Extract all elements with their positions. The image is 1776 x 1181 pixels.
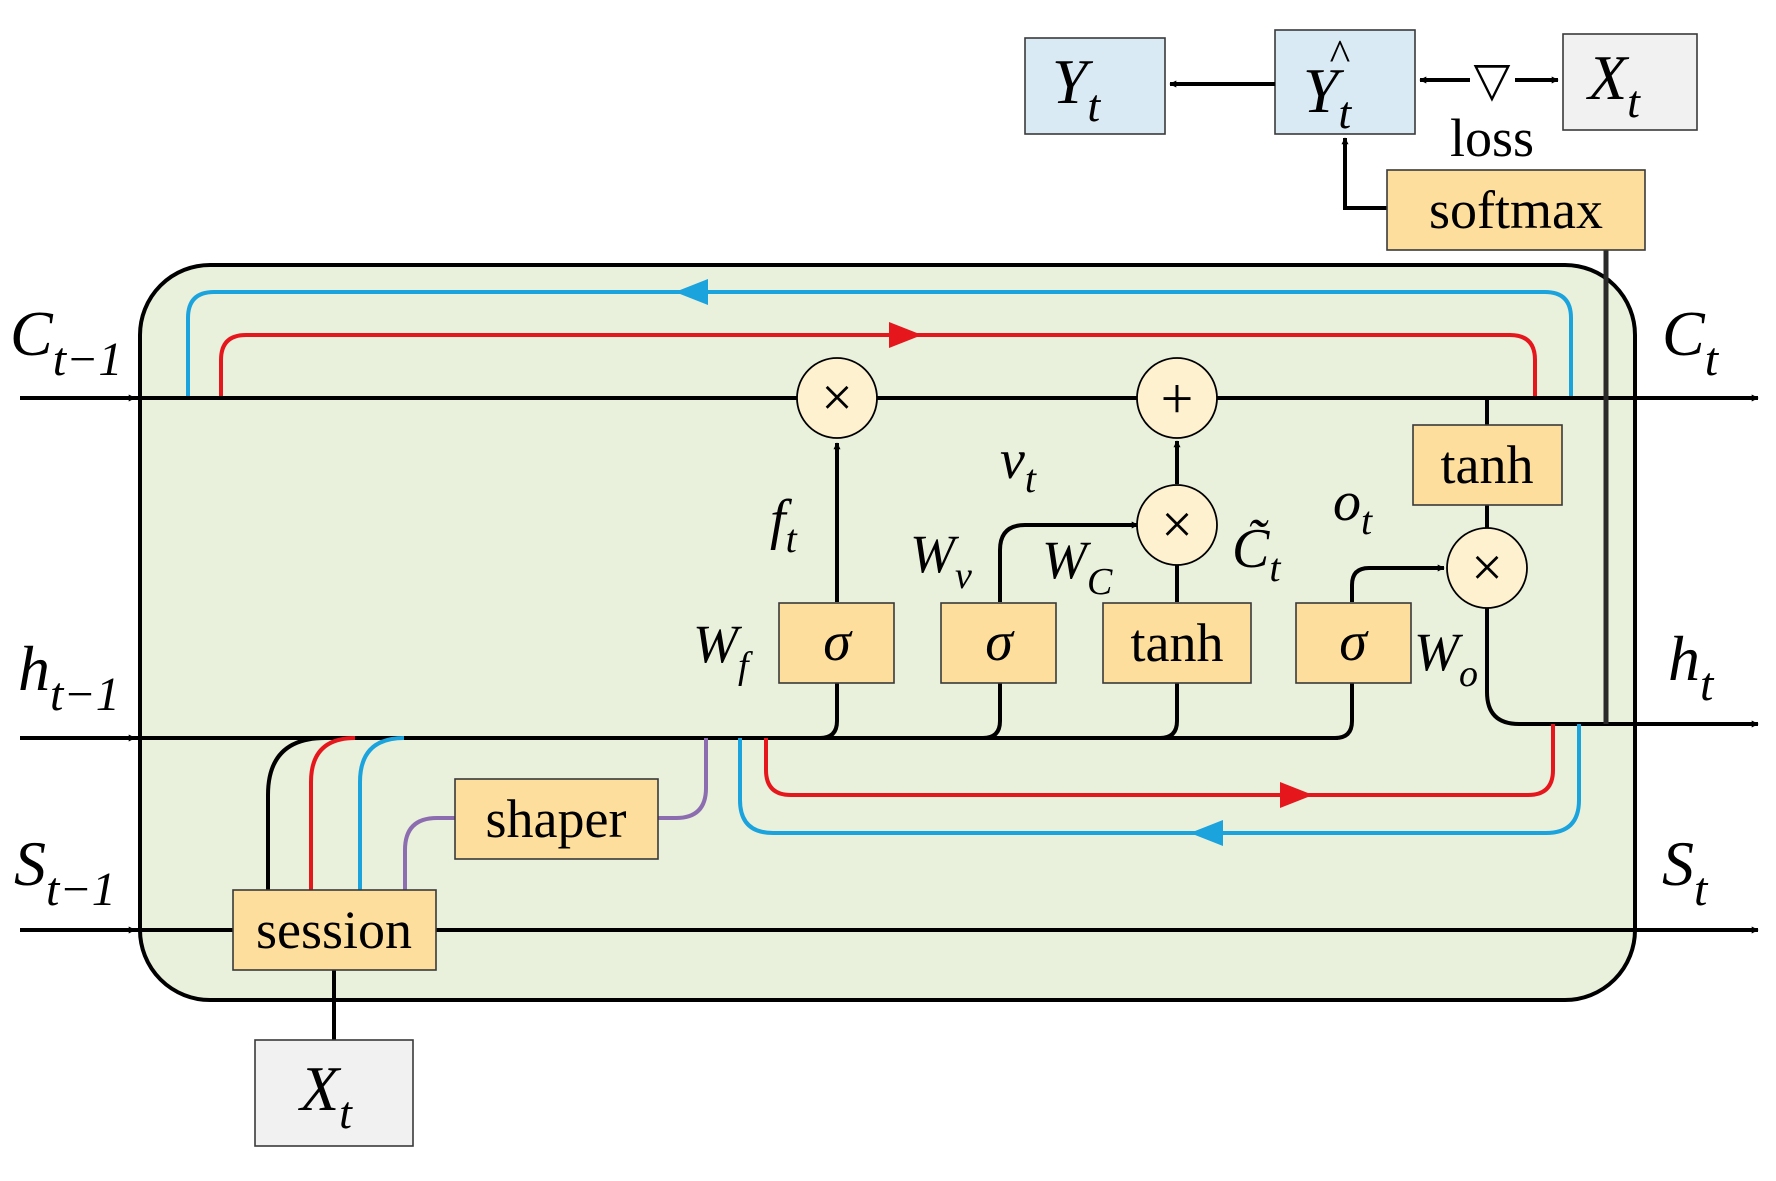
loss-symbol: ▽ <box>1474 54 1511 107</box>
forget-gate-label: σ <box>823 611 853 673</box>
multiply-symbol: × <box>1161 494 1193 556</box>
v-weight-label: Wv <box>910 524 972 597</box>
multiply-node-forget: × <box>796 357 878 439</box>
blue-top-path <box>186 290 1573 398</box>
blue-top-arrowhead <box>675 279 708 305</box>
tanh-cell-box: tanh <box>1412 424 1563 506</box>
shaper-label: shaper <box>486 789 627 849</box>
add-node: + <box>1136 357 1218 439</box>
c-next-label: Ct <box>1662 298 1720 386</box>
output-gate-output-label: ot <box>1333 471 1373 543</box>
v-gate-output-wire <box>998 521 1139 602</box>
s-next-label: St <box>1662 828 1709 916</box>
output-gate-box: σ <box>1295 602 1412 684</box>
candidate-box: tanh <box>1102 602 1252 684</box>
y-hat-label: Yt <box>1303 55 1353 138</box>
v-gate-box: σ <box>940 602 1057 684</box>
red-top-path <box>219 333 1537 398</box>
y-label: Yt <box>1052 46 1102 131</box>
v-output-label: vt <box>1000 429 1037 501</box>
y-target-box: Yt <box>1024 37 1166 135</box>
session-red-wire <box>309 736 356 890</box>
session-box: session <box>232 889 437 971</box>
output-weight-label: Wo <box>1414 622 1478 695</box>
candidate-weight-label: WC <box>1042 530 1113 603</box>
red-top-arrowhead <box>889 322 922 348</box>
loss-label: loss <box>1450 108 1534 168</box>
session-label: session <box>256 900 412 960</box>
candidate-label: tanh <box>1131 613 1224 673</box>
shaper-feedback-wire <box>658 738 708 820</box>
x-input-label: Xt <box>297 1053 353 1138</box>
candidate-output-label: C̃t <box>1232 518 1281 590</box>
v-gate-input-wire <box>982 683 1002 740</box>
red-bottom-arrowhead <box>1280 782 1313 808</box>
multiply-symbol: × <box>1471 537 1503 599</box>
y-hat-box: ^ Yt <box>1274 29 1416 138</box>
multiply-node-candidate: × <box>1136 484 1218 566</box>
output-gate-input-wire <box>1334 683 1354 740</box>
output-gate-label: σ <box>1339 611 1369 673</box>
tanh-cell-label: tanh <box>1441 435 1534 495</box>
h-prev-label: ht−1 <box>18 633 120 721</box>
session-blue-wire <box>358 736 405 890</box>
red-bottom-path <box>764 724 1555 797</box>
session-black-wire <box>266 736 326 890</box>
y-hat-symbol: ^ <box>1330 31 1351 80</box>
mul3-to-h-wire <box>1485 608 1530 726</box>
multiply-node-output: × <box>1446 527 1528 609</box>
softmax-box: softmax <box>1386 169 1646 251</box>
c-prev-label: Ct−1 <box>10 298 122 386</box>
session-shaper-wire <box>403 816 455 890</box>
add-symbol: + <box>1161 366 1194 431</box>
forget-gate-box: σ <box>778 602 895 684</box>
forget-gate-input-wire <box>819 683 839 740</box>
x-target-label: Xt <box>1585 42 1641 127</box>
output-gate-output-wire <box>1350 564 1445 602</box>
x-input-box: Xt <box>254 1039 414 1147</box>
softmax-to-yhat-wire <box>1341 137 1387 210</box>
blue-bottom-arrowhead <box>1190 820 1223 846</box>
candidate-input-wire <box>1159 683 1179 740</box>
x-target-box: Xt <box>1562 33 1698 131</box>
s-prev-label: St−1 <box>14 828 116 916</box>
softmax-label: softmax <box>1429 180 1603 240</box>
v-gate-label: σ <box>985 611 1015 673</box>
blue-bottom-path <box>738 724 1581 835</box>
shaper-box: shaper <box>454 778 659 860</box>
multiply-symbol: × <box>821 367 853 429</box>
h-next-label: ht <box>1668 623 1715 711</box>
